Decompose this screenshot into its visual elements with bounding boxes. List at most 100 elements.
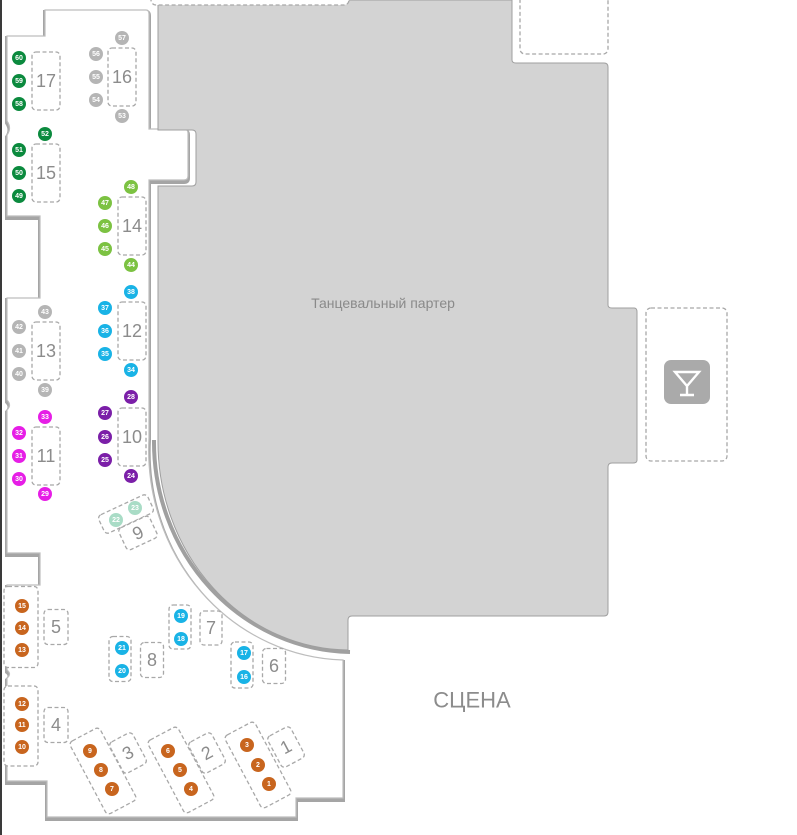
table-14[interactable] [117,196,147,256]
seat-marker[interactable] [124,469,138,483]
seat-3[interactable]: 3 [240,738,254,752]
seat-marker[interactable] [89,70,103,84]
seat-marker[interactable] [174,609,188,623]
seat-marker[interactable] [124,363,138,377]
seat-51[interactable]: 51 [12,143,26,157]
seat-marker[interactable] [12,320,26,334]
table-17[interactable] [31,51,61,111]
seat-marker[interactable] [12,472,26,486]
seat-marker[interactable] [105,782,119,796]
seat-44[interactable]: 44 [124,258,138,272]
seat-marker[interactable] [262,777,276,791]
seat-marker[interactable] [12,166,26,180]
seat-marker[interactable] [89,47,103,61]
table-2[interactable] [187,731,226,774]
seat-37[interactable]: 37 [98,301,112,315]
seat-marker[interactable] [38,410,52,424]
seat-marker[interactable] [174,632,188,646]
table-12[interactable] [117,301,147,361]
seat-marker[interactable] [15,621,29,635]
seat-marker[interactable] [109,513,123,527]
seat-marker[interactable] [124,258,138,272]
seat-marker[interactable] [38,383,52,397]
seat-marker[interactable] [251,758,265,772]
seat-55[interactable]: 55 [89,70,103,84]
seat-22[interactable]: 22 [109,513,123,527]
seat-marker[interactable] [15,718,29,732]
seat-marker[interactable] [12,51,26,65]
seat-60[interactable]: 60 [12,51,26,65]
table-7[interactable] [199,610,223,646]
seat-marker[interactable] [83,744,97,758]
seat-34[interactable]: 34 [124,363,138,377]
seat-marker[interactable] [15,599,29,613]
seat-marker[interactable] [98,430,112,444]
seat-1[interactable]: 1 [262,777,276,791]
table-1[interactable] [266,725,305,768]
bar-area[interactable] [645,307,728,462]
seat-59[interactable]: 59 [12,74,26,88]
seat-marker[interactable] [12,143,26,157]
seat-marker[interactable] [15,697,29,711]
seat-26[interactable]: 26 [98,430,112,444]
seat-marker[interactable] [115,641,129,655]
table-11[interactable] [31,426,61,486]
seat-marker[interactable] [98,301,112,315]
seat-30[interactable]: 30 [12,472,26,486]
seat-48[interactable]: 48 [124,180,138,194]
seat-49[interactable]: 49 [12,189,26,203]
table-13[interactable] [31,321,61,381]
seat-14[interactable]: 14 [15,621,29,635]
seat-21[interactable]: 21 [115,641,129,655]
seat-marker[interactable] [38,487,52,501]
seat-marker[interactable] [15,643,29,657]
seat-8[interactable]: 8 [94,763,108,777]
seat-marker[interactable] [237,646,251,660]
seat-15[interactable]: 15 [15,599,29,613]
seat-marker[interactable] [237,670,251,684]
seat-marker[interactable] [12,189,26,203]
seat-36[interactable]: 36 [98,324,112,338]
seat-57[interactable]: 57 [115,31,129,45]
seat-marker[interactable] [173,763,187,777]
seat-marker[interactable] [124,285,138,299]
seat-17[interactable]: 17 [237,646,251,660]
seat-marker[interactable] [124,180,138,194]
seat-13[interactable]: 13 [15,643,29,657]
seat-5[interactable]: 5 [173,763,187,777]
seat-2[interactable]: 2 [251,758,265,772]
seat-marker[interactable] [12,426,26,440]
seat-marker[interactable] [128,501,142,515]
seat-marker[interactable] [12,97,26,111]
seat-16[interactable]: 16 [237,670,251,684]
seat-31[interactable]: 31 [12,449,26,463]
seat-41[interactable]: 41 [12,344,26,358]
seat-28[interactable]: 28 [124,390,138,404]
seat-11[interactable]: 11 [15,718,29,732]
table-4[interactable] [43,706,69,744]
seat-19[interactable]: 19 [174,609,188,623]
seat-24[interactable]: 24 [124,469,138,483]
seat-marker[interactable] [98,347,112,361]
seat-27[interactable]: 27 [98,406,112,420]
seat-18[interactable]: 18 [174,632,188,646]
seat-marker[interactable] [89,93,103,107]
seat-47[interactable]: 47 [98,196,112,210]
seat-marker[interactable] [98,219,112,233]
table-6[interactable] [261,647,287,685]
seat-39[interactable]: 39 [38,383,52,397]
seat-marker[interactable] [98,196,112,210]
seat-marker[interactable] [124,390,138,404]
seat-marker[interactable] [184,782,198,796]
seat-10[interactable]: 10 [15,740,29,754]
seat-marker[interactable] [98,453,112,467]
seat-marker[interactable] [161,744,175,758]
table-3[interactable] [108,731,147,774]
seat-marker[interactable] [38,127,52,141]
seat-9[interactable]: 9 [83,744,97,758]
seat-12[interactable]: 12 [15,697,29,711]
seat-marker[interactable] [115,31,129,45]
seat-32[interactable]: 32 [12,426,26,440]
table-9[interactable] [118,515,159,551]
table-15[interactable] [31,143,61,203]
